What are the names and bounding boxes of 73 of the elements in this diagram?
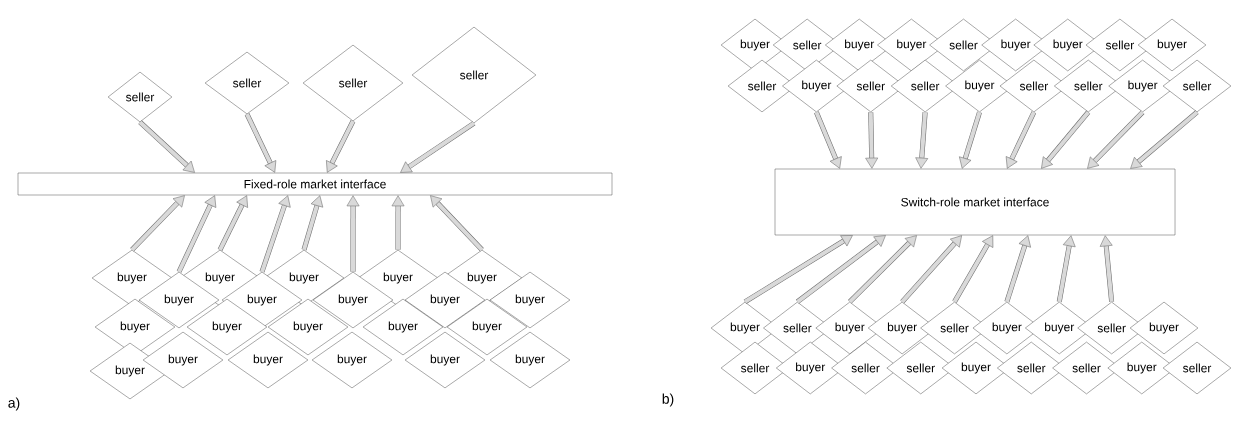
diamond-node: buyer	[972, 301, 1041, 355]
diamond-node: buyer	[815, 301, 884, 355]
arrow	[1099, 235, 1115, 303]
diamond-node: buyer	[981, 18, 1050, 72]
interface-box: Fixed-role market interface	[17, 172, 613, 196]
diamond-node: buyer	[1129, 301, 1199, 355]
arrow	[244, 113, 277, 173]
arrow	[952, 235, 994, 304]
arrow	[1005, 111, 1037, 169]
diamond-node: seller	[999, 59, 1068, 113]
diamond-node: buyer	[1033, 18, 1102, 72]
arrow	[176, 195, 217, 273]
diamond-node: buyer	[877, 18, 946, 72]
diamond-node: seller	[763, 301, 832, 355]
diamond-node: seller	[1162, 59, 1232, 113]
diamond-node: buyer	[868, 301, 937, 355]
arrow	[138, 120, 195, 173]
arrow	[900, 235, 962, 304]
diamond-node: seller	[1054, 59, 1123, 113]
diamond-node: seller	[411, 26, 537, 124]
diamond-node: buyer	[945, 59, 1014, 113]
arrow	[814, 111, 842, 169]
diamond-node: buyer	[782, 59, 851, 113]
arrow	[1087, 110, 1145, 169]
arrow	[915, 112, 929, 169]
panel-label: b)	[662, 393, 674, 407]
diamond-node: seller	[1085, 18, 1154, 72]
diamond-node: seller	[886, 341, 955, 395]
diamond-node: seller	[836, 59, 905, 113]
diamond-node: seller	[107, 71, 173, 123]
arrow	[391, 195, 405, 250]
diamond-node: buyer	[404, 331, 486, 389]
interface-box: Switch-role market interface	[774, 168, 1176, 236]
diamond-node: buyer	[489, 331, 571, 389]
diamond-node: seller	[1162, 341, 1232, 395]
diamond-node: seller	[1052, 341, 1121, 395]
arrow	[346, 195, 360, 272]
diamond-node: buyer	[1108, 59, 1177, 113]
arrow	[1004, 235, 1031, 303]
diamond-node: buyer	[1137, 18, 1207, 72]
diamond-node: seller	[720, 341, 790, 395]
arrow	[301, 195, 324, 251]
diamond-node: seller	[204, 51, 290, 115]
diamond-node: seller	[1077, 301, 1146, 355]
arrow	[795, 235, 886, 304]
arrow	[865, 112, 879, 169]
diamond-node: buyer	[1107, 341, 1176, 395]
diamond-node: seller	[920, 301, 989, 355]
panel-label: a)	[8, 397, 20, 411]
arrow	[1130, 110, 1199, 169]
diamond-node: seller	[302, 44, 404, 122]
arrow	[130, 195, 185, 252]
diamond-node: seller	[929, 18, 998, 72]
diamond-node: seller	[831, 341, 900, 395]
arrow	[400, 121, 476, 173]
arrow	[743, 235, 853, 304]
diamond-node: buyer	[941, 341, 1011, 395]
diamond-node: seller	[997, 341, 1066, 395]
diamond-node: buyer	[1025, 301, 1094, 355]
arrow	[217, 195, 248, 251]
arrow	[259, 195, 291, 273]
arrow	[430, 195, 484, 252]
arrow	[848, 235, 917, 304]
arrow	[1041, 110, 1091, 169]
diamond-node: seller	[891, 59, 960, 113]
diamond-node: seller	[773, 18, 842, 72]
diamond-node: buyer	[776, 341, 845, 395]
diamond-node: buyer	[311, 331, 393, 389]
arrow	[326, 120, 356, 173]
diamond-node: seller	[727, 59, 797, 113]
arrow	[959, 111, 982, 169]
arrow	[1056, 235, 1076, 303]
diamond-node: buyer	[825, 18, 894, 72]
